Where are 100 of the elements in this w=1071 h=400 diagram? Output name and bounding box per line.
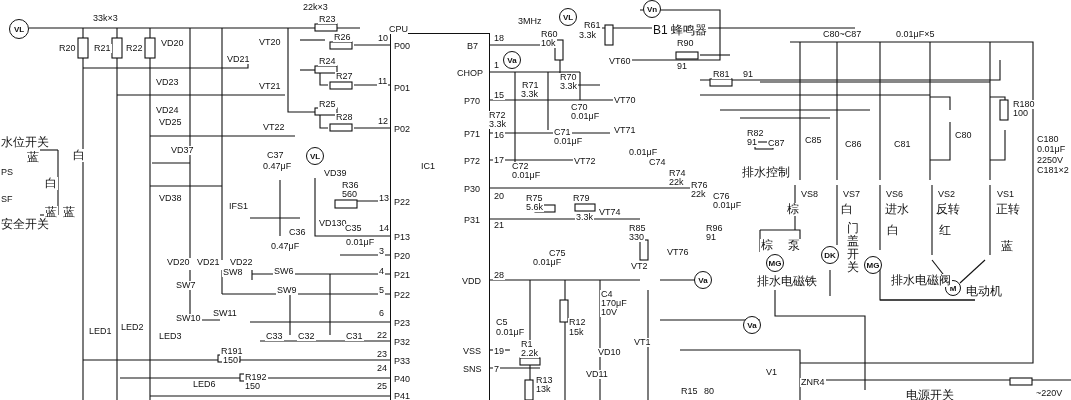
part-label: 白 [72, 149, 86, 162]
pin-label: P20 [394, 252, 410, 261]
part-label: 红 [938, 224, 952, 237]
part-label: SW9 [276, 286, 298, 295]
pin-label: P33 [394, 357, 410, 366]
part-label: ~220V [1035, 389, 1064, 398]
part-label: C86 [844, 140, 863, 149]
part-label: 150 [222, 356, 240, 365]
part-label: 0.01μF [628, 148, 659, 157]
part-label: R76 [690, 181, 709, 190]
part-label: R74 [668, 169, 687, 178]
part-label: 电动机 [965, 285, 1003, 298]
part-label: C85 [804, 136, 823, 145]
part-label: R96 [705, 224, 724, 233]
part-label: 门盖开关 [846, 222, 861, 274]
part-label: 10V [600, 308, 618, 317]
part-label: VT71 [613, 126, 637, 135]
part-label: 15k [568, 328, 585, 337]
part-label: R60 [540, 30, 559, 39]
part-label: 棕 [786, 203, 800, 216]
part-label: VT2 [630, 262, 649, 271]
part-label: C71 [553, 128, 572, 137]
part-label: R191 [220, 347, 244, 356]
pin-label: P32 [394, 338, 410, 347]
part-label: SW7 [175, 281, 197, 290]
part-label: VD21 [196, 258, 221, 267]
pin-label: P01 [394, 84, 410, 93]
part-label: 正转 [995, 203, 1021, 216]
part-label: R192 [244, 373, 268, 382]
pin-label: P21 [394, 271, 410, 280]
part-label: 91 [742, 70, 754, 79]
part-label: VT74 [598, 208, 622, 217]
part-label: 3.3k [559, 82, 578, 91]
part-label: 18 [493, 34, 505, 43]
part-label: 0.01μF [570, 112, 601, 121]
pin-label: P71 [464, 130, 480, 139]
part-label: VD21 [226, 55, 251, 64]
part-label: 3.3k [488, 120, 507, 129]
part-label: VD11 [585, 370, 609, 379]
part-label: C80~C87 [822, 30, 863, 39]
part-label: VD39 [323, 169, 348, 178]
pin-label: P72 [464, 157, 480, 166]
part-label: 170μF [600, 299, 628, 308]
part-label: R25 [318, 100, 337, 109]
part-label: 白 [886, 224, 900, 237]
part-label: C87 [767, 139, 786, 148]
part-label: 0.47μF [262, 162, 293, 171]
part-label: R27 [335, 72, 354, 81]
part-label: 排水控制 [741, 166, 791, 179]
part-label: 反转 [935, 203, 961, 216]
part-label: C70 [570, 103, 589, 112]
part-label: VT20 [258, 38, 282, 47]
part-label: C76 [712, 192, 731, 201]
pin-label: P30 [464, 185, 480, 194]
part-label: VS8 [800, 190, 819, 199]
part-label: C72 [511, 162, 530, 171]
part-label: 棕 [760, 239, 774, 252]
part-label: VT22 [262, 123, 286, 132]
pin-label: B7 [467, 42, 478, 51]
part-label: 白 [840, 203, 854, 216]
part-label: VD22 [229, 258, 254, 267]
pin-label: SNS [463, 365, 482, 374]
part-label: 22k [668, 178, 685, 187]
part-label: VD23 [155, 78, 180, 87]
part-label: VT70 [613, 96, 637, 105]
terminal-circle: VL [9, 19, 29, 39]
part-label: VD24 [155, 106, 180, 115]
part-label: C80 [954, 131, 973, 140]
part-label: R26 [333, 33, 352, 42]
part-label: VS2 [937, 190, 956, 199]
part-label: C81 [893, 140, 912, 149]
part-label: 蓝 [1000, 240, 1014, 253]
part-label: R75 [525, 194, 544, 203]
part-label: C36 [288, 228, 307, 237]
part-label: R71 [521, 81, 540, 90]
part-label: 0.01μF [712, 201, 743, 210]
part-label: PS [0, 168, 14, 177]
part-label: 2.2k [520, 349, 539, 358]
part-label: R79 [572, 194, 591, 203]
part-label: C75 [548, 249, 567, 258]
part-label: R12 [568, 318, 587, 327]
pin-label: P22 [394, 291, 410, 300]
part-label: 80 [703, 387, 715, 396]
part-label: 泵 [787, 239, 801, 252]
part-label: VD37 [170, 146, 195, 155]
part-label: 560 [341, 190, 359, 199]
part-label: C180 [1036, 135, 1060, 144]
part-label: SW6 [273, 267, 295, 276]
part-label: 进水 [884, 203, 910, 216]
part-label: 13k [535, 385, 552, 394]
part-label: VD38 [158, 194, 183, 203]
terminal-circle: Va [694, 271, 712, 289]
part-label: LED2 [120, 323, 145, 332]
part-label: 91 [746, 138, 758, 147]
part-label: VT76 [666, 248, 690, 257]
part-label: 0.47μF [270, 242, 301, 251]
part-label: 3.3k [578, 31, 597, 40]
part-label: C4 [600, 290, 614, 299]
part-label: VD10 [597, 348, 622, 357]
part-label: VD25 [158, 118, 183, 127]
